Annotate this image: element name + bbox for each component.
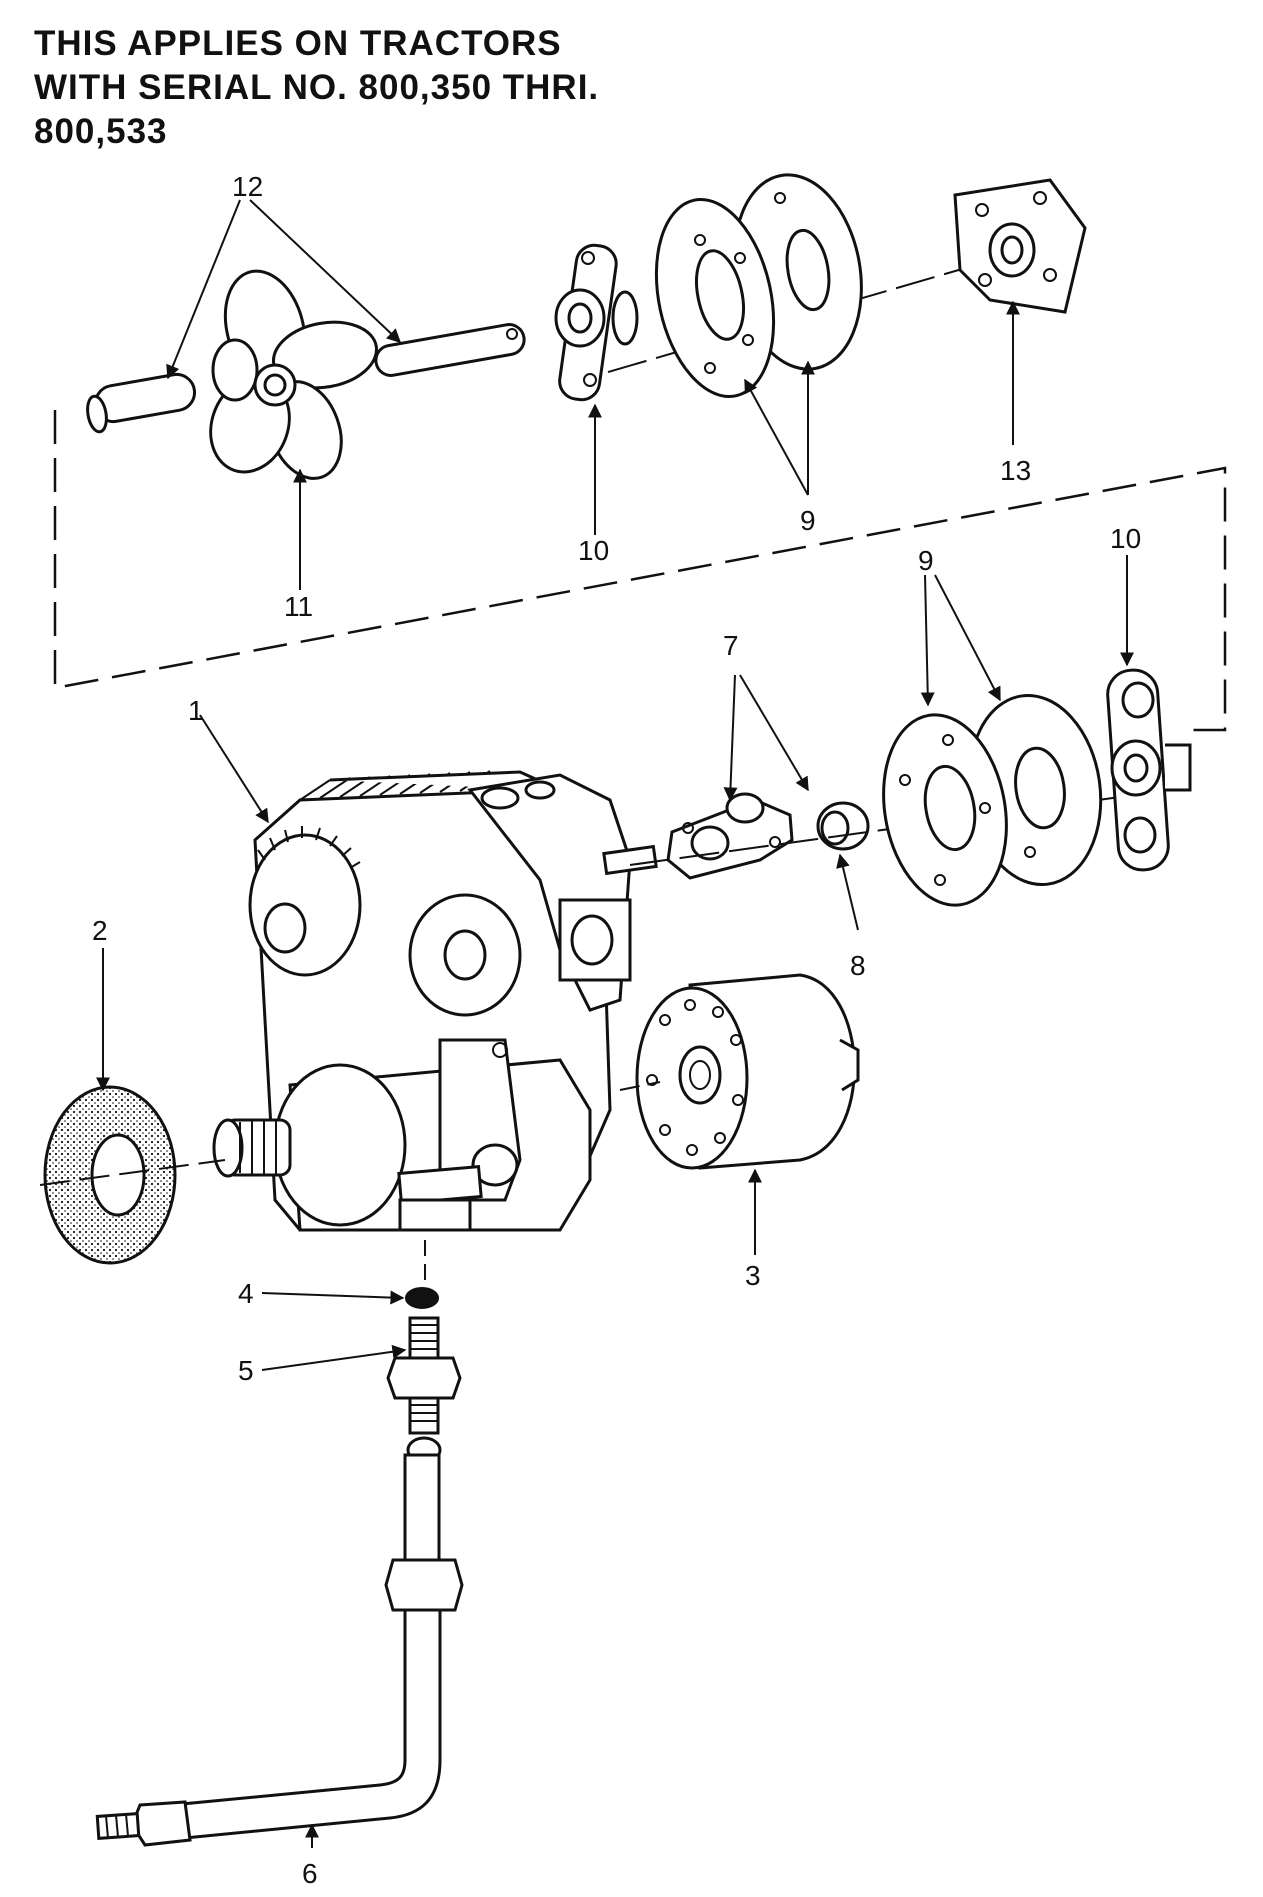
header-note: THIS APPLIES ON TRACTORS WITH SERIAL NO.… — [34, 22, 674, 154]
callout-11: 11 — [284, 591, 313, 622]
callout-2: 2 — [92, 915, 108, 946]
part-9-upper-plates — [654, 173, 863, 399]
part-8-nut — [816, 801, 870, 851]
part-7-lever — [666, 792, 794, 880]
part-11-fan — [209, 269, 379, 480]
part-2-gasket — [39, 1085, 226, 1265]
header-line-2: WITH SERIAL NO. 800,350 THRI. — [34, 68, 600, 107]
leader-lines — [96, 199, 1134, 1848]
part-9-lower-plates — [882, 693, 1103, 907]
part-10-lower-bracket — [1106, 668, 1192, 872]
part-13-mounting-plate — [953, 178, 1087, 314]
callout-4: 4 — [238, 1278, 254, 1309]
callout-9-lower: 9 — [918, 545, 934, 576]
part-10-upper-bracket — [554, 243, 639, 402]
part-4-washer — [405, 1240, 439, 1309]
callout-1: 1 — [188, 695, 204, 726]
part-12-pins — [86, 323, 526, 434]
part-1-pump-body — [212, 770, 658, 1232]
callout-8: 8 — [850, 950, 866, 981]
callout-10-upper: 10 — [578, 535, 609, 566]
part-5-fitting — [386, 1316, 462, 1435]
header-line-3: 800,533 — [34, 112, 168, 151]
callout-5: 5 — [238, 1355, 254, 1386]
assembly-dashed-outline — [53, 410, 1227, 732]
callout-9-upper: 9 — [800, 505, 816, 536]
part-6-oil-line — [95, 1436, 464, 1847]
callout-6: 6 — [302, 1858, 318, 1889]
callout-13: 13 — [1000, 455, 1031, 486]
callout-labels: 12 11 10 9 13 10 9 7 8 1 2 3 4 5 6 — [92, 171, 1141, 1889]
part-3-filter — [619, 973, 860, 1170]
callout-7: 7 — [723, 630, 739, 661]
callout-12: 12 — [232, 171, 263, 202]
header-line-1: THIS APPLIES ON TRACTORS — [34, 24, 562, 63]
callout-10-lower: 10 — [1110, 523, 1141, 554]
callout-3: 3 — [745, 1260, 761, 1291]
